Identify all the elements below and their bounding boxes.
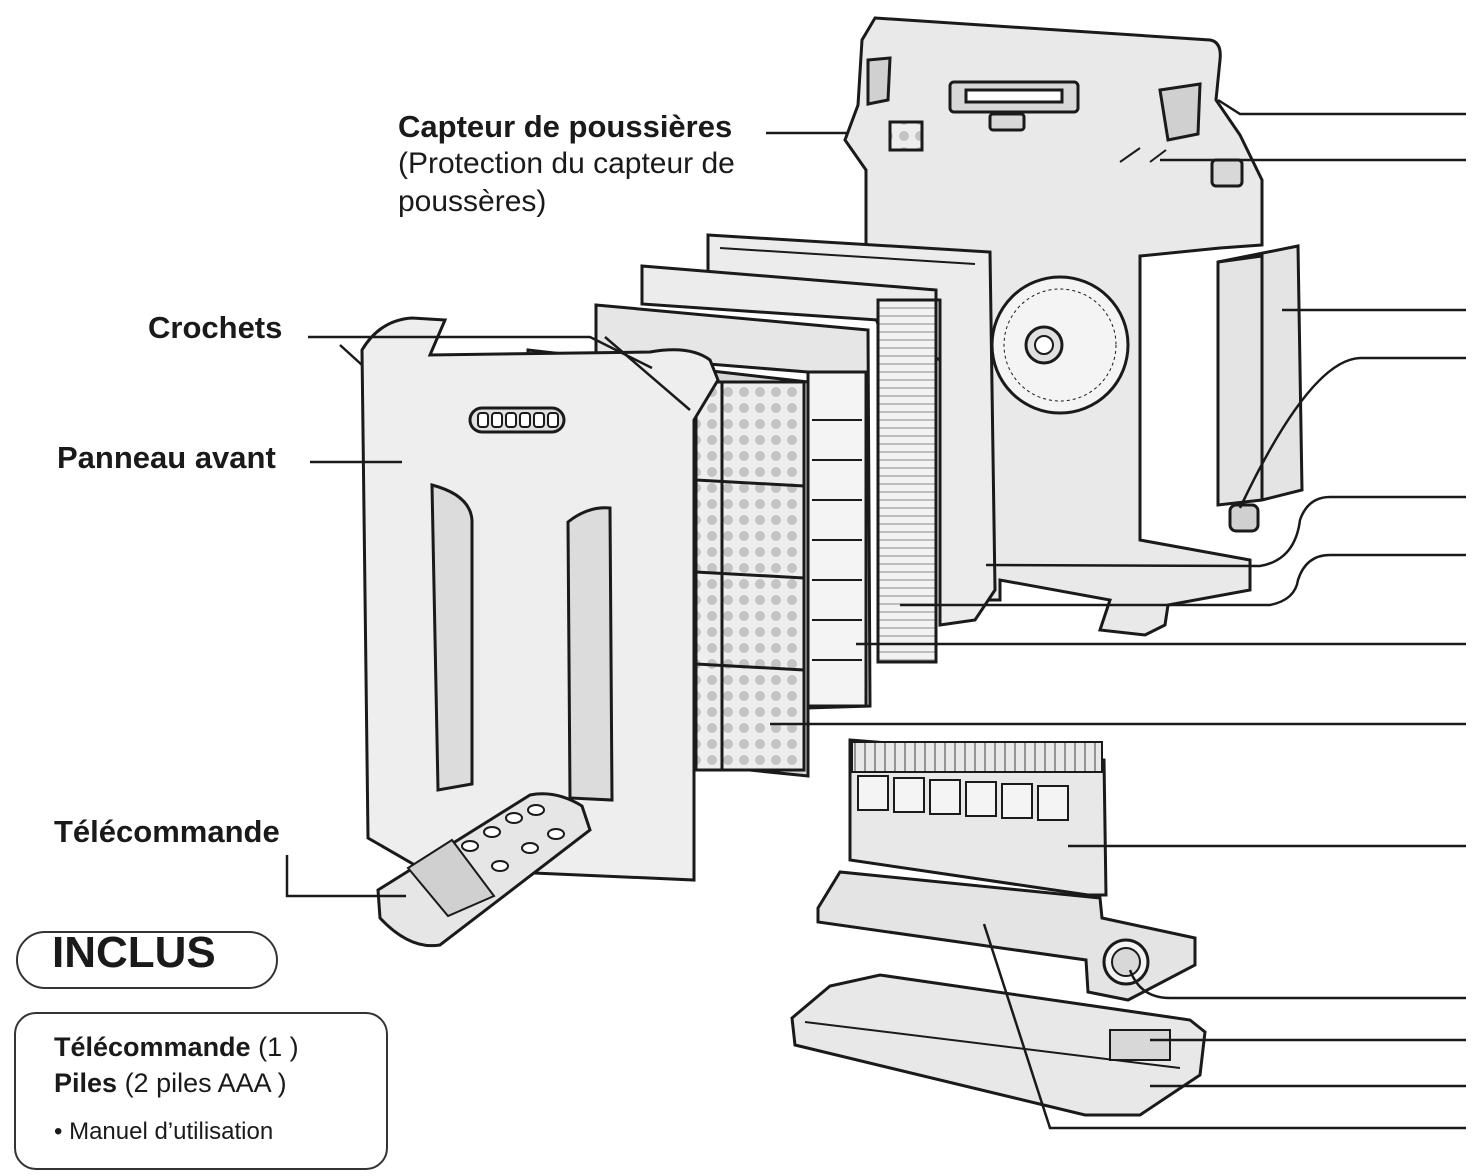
dust-sensor-grille <box>888 120 924 152</box>
humidifying-filter <box>848 738 1108 897</box>
included-item-batteries: Piles (2 piles AAA ) <box>54 1068 287 1099</box>
included-item-detail: (2 piles AAA ) <box>124 1068 287 1098</box>
front-panel-label: Panneau avant <box>57 440 276 475</box>
remote-control <box>376 792 592 948</box>
included-item-name: Piles <box>54 1068 118 1098</box>
front-panel <box>360 316 720 882</box>
dust-sensor-note: (Protection du capteur de poussères) <box>398 147 735 218</box>
remote-label: Télécommande <box>54 814 280 849</box>
included-item-detail: (1 ) <box>258 1032 299 1062</box>
water-tray <box>790 973 1207 1117</box>
hooks-label: Crochets <box>148 310 283 345</box>
included-box <box>14 1012 388 1170</box>
filter-holder <box>816 870 1197 1002</box>
included-title: INCLUS <box>52 928 216 977</box>
included-title-pill <box>16 931 278 989</box>
included-item-remote: Télécommande (1 ) <box>54 1032 299 1063</box>
included-item-name: Télécommande <box>54 1032 251 1062</box>
water-tank <box>1216 244 1304 533</box>
deodorizing-filter <box>640 264 938 664</box>
leader-lines <box>285 98 1466 1130</box>
dust-sensor-label: Capteur de poussières <box>398 109 733 144</box>
hepa-filter <box>594 303 872 710</box>
included-note: • Manuel d’utilisation <box>54 1118 274 1145</box>
fan <box>990 275 1130 415</box>
pre-filter <box>526 348 810 778</box>
